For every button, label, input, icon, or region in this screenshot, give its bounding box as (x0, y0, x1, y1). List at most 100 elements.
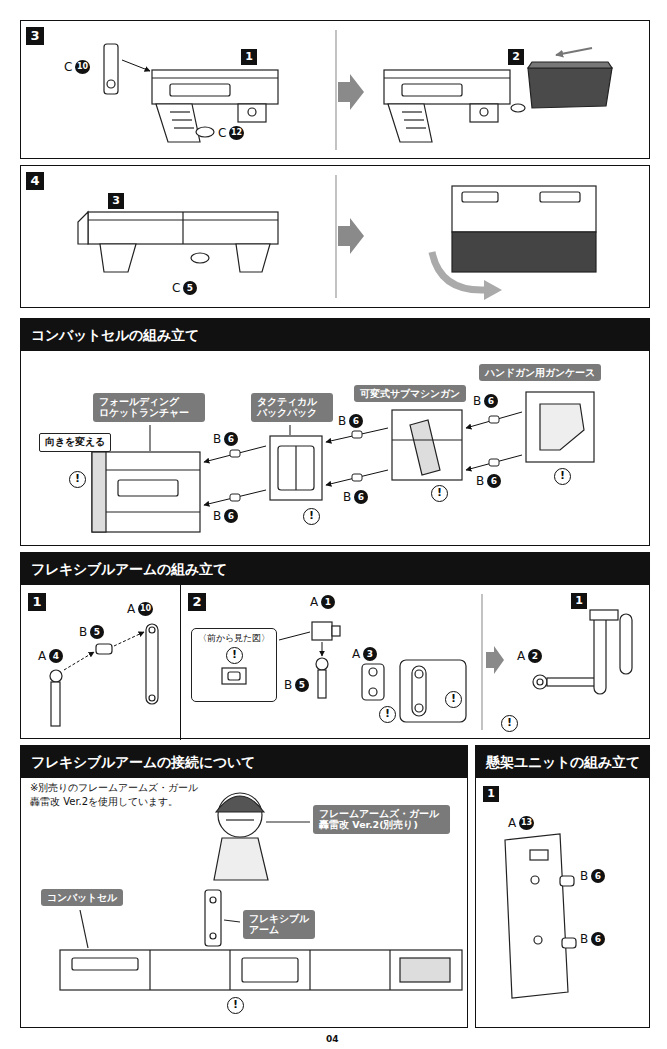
sub-step-panel: 1 (21, 585, 181, 740)
note-text: 向きを変える (45, 436, 105, 449)
part-letter: A (38, 649, 46, 663)
figure-illustration (210, 897, 216, 903)
launcher-part (452, 232, 596, 272)
step-badge: 1 (241, 49, 257, 65)
figure-illustration (72, 958, 138, 970)
caution-mark: ! (501, 715, 518, 732)
step-number: 4 (26, 172, 44, 190)
caution-symbol: ! (70, 472, 85, 486)
assembly-arrow (204, 490, 266, 505)
part-number: 13 (519, 816, 534, 830)
caution-mark: ! (554, 468, 571, 485)
assembly-arrow (326, 470, 388, 485)
caution-mark: ! (69, 471, 86, 488)
arm-part (547, 678, 595, 686)
small-part (107, 80, 115, 88)
figure-illustration (224, 920, 240, 922)
arm-part (318, 670, 326, 698)
part-number: 12 (229, 126, 244, 140)
section-panel: 懸架ユニットの組み立て1 (475, 745, 650, 1028)
arm-part (537, 679, 543, 685)
part-number: 6 (354, 490, 368, 504)
figure-illustration (80, 910, 88, 948)
arm-part (369, 668, 377, 676)
combat-cell-part (92, 392, 594, 532)
part-number: 5 (90, 625, 104, 639)
part-name-label: フォールディング ロケットランチャー (93, 393, 205, 422)
launcher-part (236, 244, 270, 272)
arm-part (149, 627, 155, 633)
caution-mark: ! (379, 706, 396, 723)
caution-mark: ! (226, 647, 243, 664)
step-arrow (486, 646, 504, 674)
launcher-part (78, 212, 88, 244)
step-panel: 43 (20, 165, 650, 308)
rotate-arrow (432, 252, 486, 290)
part-name: コンバットセル (47, 892, 117, 903)
assembly-arrow (122, 48, 592, 71)
assembly-arrow (322, 642, 323, 656)
part-name: 可変式サブマシンガン (360, 388, 460, 399)
assembly-arrow (64, 632, 322, 670)
bracket-part (560, 876, 574, 886)
small-part (196, 127, 214, 137)
combat-cell-part (92, 452, 200, 532)
divider-line (335, 30, 336, 150)
arm-part (620, 614, 632, 674)
combat-cell-part (526, 392, 594, 462)
bracket-part (505, 834, 576, 998)
assembly-arrow (122, 60, 150, 71)
part-letter: C (172, 281, 180, 295)
part-number: 5 (183, 281, 197, 295)
step-number: 1 (244, 49, 254, 65)
assembly-arrow (204, 446, 266, 462)
figure-illustration (205, 890, 221, 946)
assembly-arrow (326, 428, 388, 442)
part-number: 6 (487, 474, 501, 488)
part-letter: A (352, 647, 360, 661)
figure-illustration (389, 950, 390, 990)
part-number: 1 (321, 595, 335, 609)
arm-part (312, 622, 332, 640)
arm-part (590, 610, 618, 620)
step-number: 1 (574, 593, 584, 609)
figure-illustration (309, 950, 310, 990)
launcher-part (78, 186, 596, 272)
step-number: 2 (511, 49, 521, 65)
arm-part (146, 624, 158, 704)
combat-cell-part (295, 446, 296, 490)
rotate-arrow (484, 280, 502, 300)
arm-part (369, 688, 377, 696)
arm-part (228, 672, 240, 680)
part-number: 6 (591, 932, 605, 946)
arm-part (412, 666, 426, 716)
arm-part (50, 670, 62, 682)
combat-cell-part (540, 404, 584, 450)
part-name-label: 可変式サブマシンガン (354, 385, 466, 402)
arm-part (362, 664, 384, 700)
part-letter: B (343, 490, 351, 504)
small-part (104, 44, 612, 137)
inset-title: 〈前から見た図〉 (192, 629, 276, 645)
part-name-label: ハンドガン用ガンケース (479, 364, 601, 381)
part-letter: B (580, 932, 588, 946)
arm-part (50, 610, 632, 726)
part-letter: B (476, 474, 484, 488)
launcher-part (100, 244, 136, 272)
caution-mark: ! (227, 997, 244, 1014)
launcher-part (182, 212, 183, 244)
peg-part (352, 474, 362, 481)
combat-cell-part (118, 480, 178, 496)
part-number: 2 (528, 649, 542, 663)
launcher-part (191, 253, 209, 263)
small-part (528, 62, 612, 68)
assembly-arrow (466, 455, 522, 470)
combat-cell-part (392, 439, 462, 440)
step-badge: 2 (508, 49, 524, 65)
section-title: フレキシブルアームの組み立て (21, 553, 649, 585)
assembly-arrow (64, 652, 94, 670)
step-number: 3 (111, 193, 121, 209)
peg-part (230, 450, 240, 457)
step-panel: 312 (20, 20, 650, 159)
bracket-part (505, 834, 568, 998)
